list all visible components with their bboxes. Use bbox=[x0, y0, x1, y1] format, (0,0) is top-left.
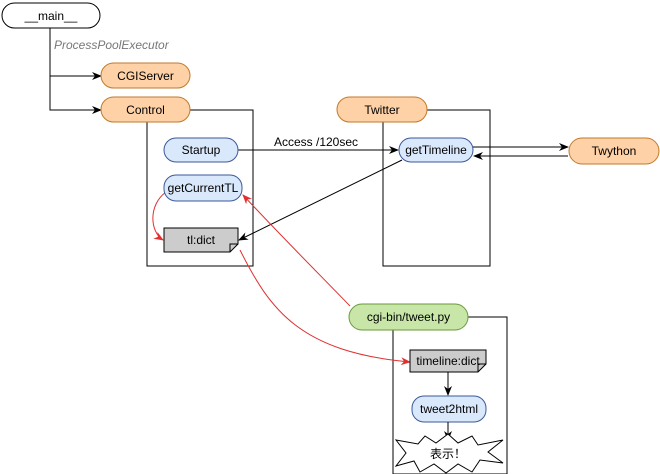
main-to-cgiserver-edge bbox=[49, 28, 102, 80]
twitter-label: Twitter bbox=[364, 103, 399, 117]
getcurrenttl-to-tldict-edge bbox=[152, 191, 167, 241]
tldict-label: tl:dict bbox=[187, 233, 216, 247]
control-frame bbox=[146, 109, 254, 267]
gettimeline-node bbox=[398, 137, 474, 163]
timelinedict-node bbox=[409, 349, 487, 373]
tldict-to-timelinedict-edge bbox=[239, 249, 411, 366]
control-node bbox=[100, 96, 191, 123]
getcurrenttl-node bbox=[163, 174, 243, 202]
control-label: Control bbox=[126, 103, 165, 117]
main-label: __main__ bbox=[24, 9, 78, 23]
twitter-node bbox=[336, 96, 428, 123]
timelinedict-fold bbox=[477, 363, 486, 372]
gettimeline-to-tldict-edge bbox=[238, 159, 403, 241]
twitter-frame bbox=[382, 109, 491, 267]
timelinedict-label: timeline:dict bbox=[416, 354, 480, 368]
getcurrenttl-label: getCurrentTL bbox=[168, 181, 239, 195]
twython-node bbox=[568, 137, 660, 165]
tldict-node bbox=[163, 227, 239, 253]
display-label: 表示！ bbox=[430, 447, 466, 461]
startup-node bbox=[163, 137, 239, 163]
tweetpy-to-getcurrenttl-edge bbox=[242, 194, 351, 307]
cgiserver-node bbox=[100, 62, 191, 89]
tweet-py-label: cgi-bin/tweet.py bbox=[367, 310, 450, 324]
pool-executor-label: ProcessPoolExecutor bbox=[54, 38, 170, 52]
tldict-fold bbox=[229, 243, 238, 252]
twython-label: Twython bbox=[592, 144, 637, 158]
tweet2html-node bbox=[411, 395, 487, 423]
main-node bbox=[1, 2, 101, 29]
cgiserver-label: CGIServer bbox=[117, 69, 174, 83]
tweet-py-node bbox=[348, 303, 469, 331]
main-to-control-edge bbox=[49, 76, 102, 114]
display-burst-shape bbox=[394, 433, 504, 474]
gettimeline-label: getTimeline bbox=[405, 143, 467, 157]
startup-label: Startup bbox=[182, 143, 221, 157]
access-edge-label: Access /120sec bbox=[274, 135, 358, 149]
tweet2html-label: tweet2html bbox=[420, 402, 478, 416]
